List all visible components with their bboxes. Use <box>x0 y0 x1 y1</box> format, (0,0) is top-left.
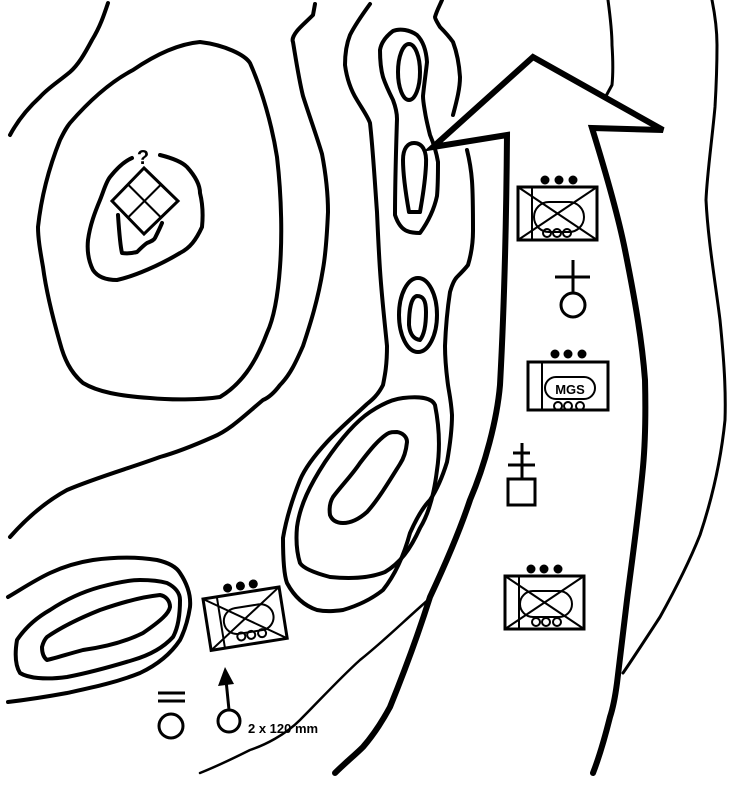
contour-line-hill-outer <box>36 40 284 402</box>
contour-line-hill-hook <box>116 213 164 256</box>
mortar-caption: 2 x 120 mm <box>248 721 318 736</box>
contour-line <box>604 0 615 98</box>
question-mark-label: ? <box>137 147 149 169</box>
unit-frame <box>201 585 289 653</box>
diamond-frame <box>109 165 181 237</box>
command-post-antenna-icon[interactable] <box>555 260 590 319</box>
axis-of-advance-arrow-icon <box>332 53 665 776</box>
mechanized-platoon-icon[interactable] <box>201 576 289 653</box>
contour-line-knob-peak <box>396 42 422 102</box>
platoon-dots-icon <box>550 349 587 359</box>
contour-line-knob-peak <box>401 141 429 214</box>
contour-line-knob-outer <box>378 27 440 235</box>
unit-frame <box>503 574 586 631</box>
mortar-arrowhead <box>218 667 234 686</box>
contour-line <box>621 0 727 675</box>
contour-line-ridge-u-top <box>433 0 462 117</box>
contour-line-ridge-lower-inner <box>327 430 409 525</box>
unknown-observation-post-icon: ? <box>109 147 181 237</box>
contour-line-left-inner <box>40 593 172 662</box>
mechanized-platoon-icon[interactable] <box>516 175 599 242</box>
mortar-icon[interactable]: 2 x 120 mm <box>216 667 318 736</box>
mechanized-platoon-icon[interactable] <box>503 564 586 631</box>
contour-line-ridge-u <box>281 2 475 614</box>
contour-line <box>8 1 110 137</box>
contour-line <box>198 598 430 775</box>
contour-line-left-middle <box>13 578 182 681</box>
contour-line-left-outer <box>6 555 193 704</box>
platoon-dots-icon <box>526 564 563 574</box>
contour-line-oval-inner <box>407 294 428 342</box>
platoon-dots-icon <box>540 175 578 185</box>
recon-observer-icon[interactable] <box>157 691 185 740</box>
diamond-grid-line <box>127 183 162 219</box>
contour-line <box>8 2 330 539</box>
contour-line-hill-inner <box>85 153 205 282</box>
headquarters-square-icon[interactable] <box>506 443 537 507</box>
unit-frame <box>516 185 599 242</box>
mgs-label: MGS <box>555 382 585 397</box>
tracked-vehicle-icon <box>544 376 596 400</box>
tracked-vehicle-icon <box>533 201 585 233</box>
terrain-contours <box>6 0 727 775</box>
contour-line-ridge-lower-outer <box>294 395 442 580</box>
contour-line-oval-outer <box>397 276 439 354</box>
platoon-dots-icon <box>223 579 258 593</box>
mobile-gun-system-platoon-icon[interactable]: MGS <box>526 349 610 412</box>
